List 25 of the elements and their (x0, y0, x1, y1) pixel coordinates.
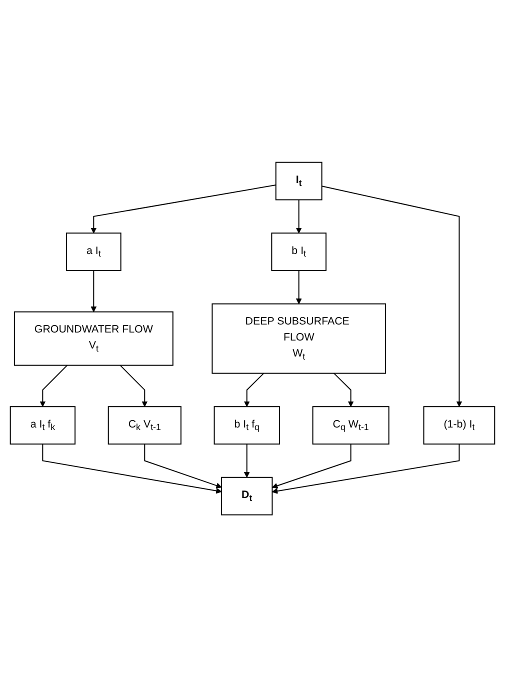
node-box: DEEP SUBSURFACE FLOW W$_{t}$ (212, 304, 386, 374)
node-box: I$_{t}$ (275, 162, 322, 201)
arrow (120, 365, 148, 408)
node-box: GROUNDWATER FLOW V$_{t}$ (14, 312, 174, 366)
arrow (244, 444, 250, 478)
arrow (321, 186, 462, 408)
node-box: C$_{q}$ W$_{t-1}$ (312, 406, 390, 445)
node-box: (1-b) I$_{t}$ (423, 406, 496, 445)
node-box: b I$_{t}$ (271, 233, 326, 272)
arrow (42, 444, 222, 494)
arrow (144, 444, 222, 489)
arrow (333, 373, 354, 408)
arrow (272, 444, 460, 494)
node-box: a I$_{t}$ f$_{k}$ (10, 406, 76, 445)
node-box: C$_{k}$ V$_{t-1}$ (108, 406, 182, 445)
node-box: a I$_{t}$ (66, 233, 122, 272)
arrow (272, 444, 352, 489)
node-box: b I$_{t}$ f$_{q}$ (214, 406, 280, 445)
arrow (296, 200, 302, 234)
node-box: D$_{t}$ (221, 477, 273, 516)
arrow (244, 373, 264, 408)
arrow (90, 184, 276, 234)
arrow (40, 365, 68, 408)
arrow (296, 270, 302, 305)
arrow (90, 270, 97, 313)
